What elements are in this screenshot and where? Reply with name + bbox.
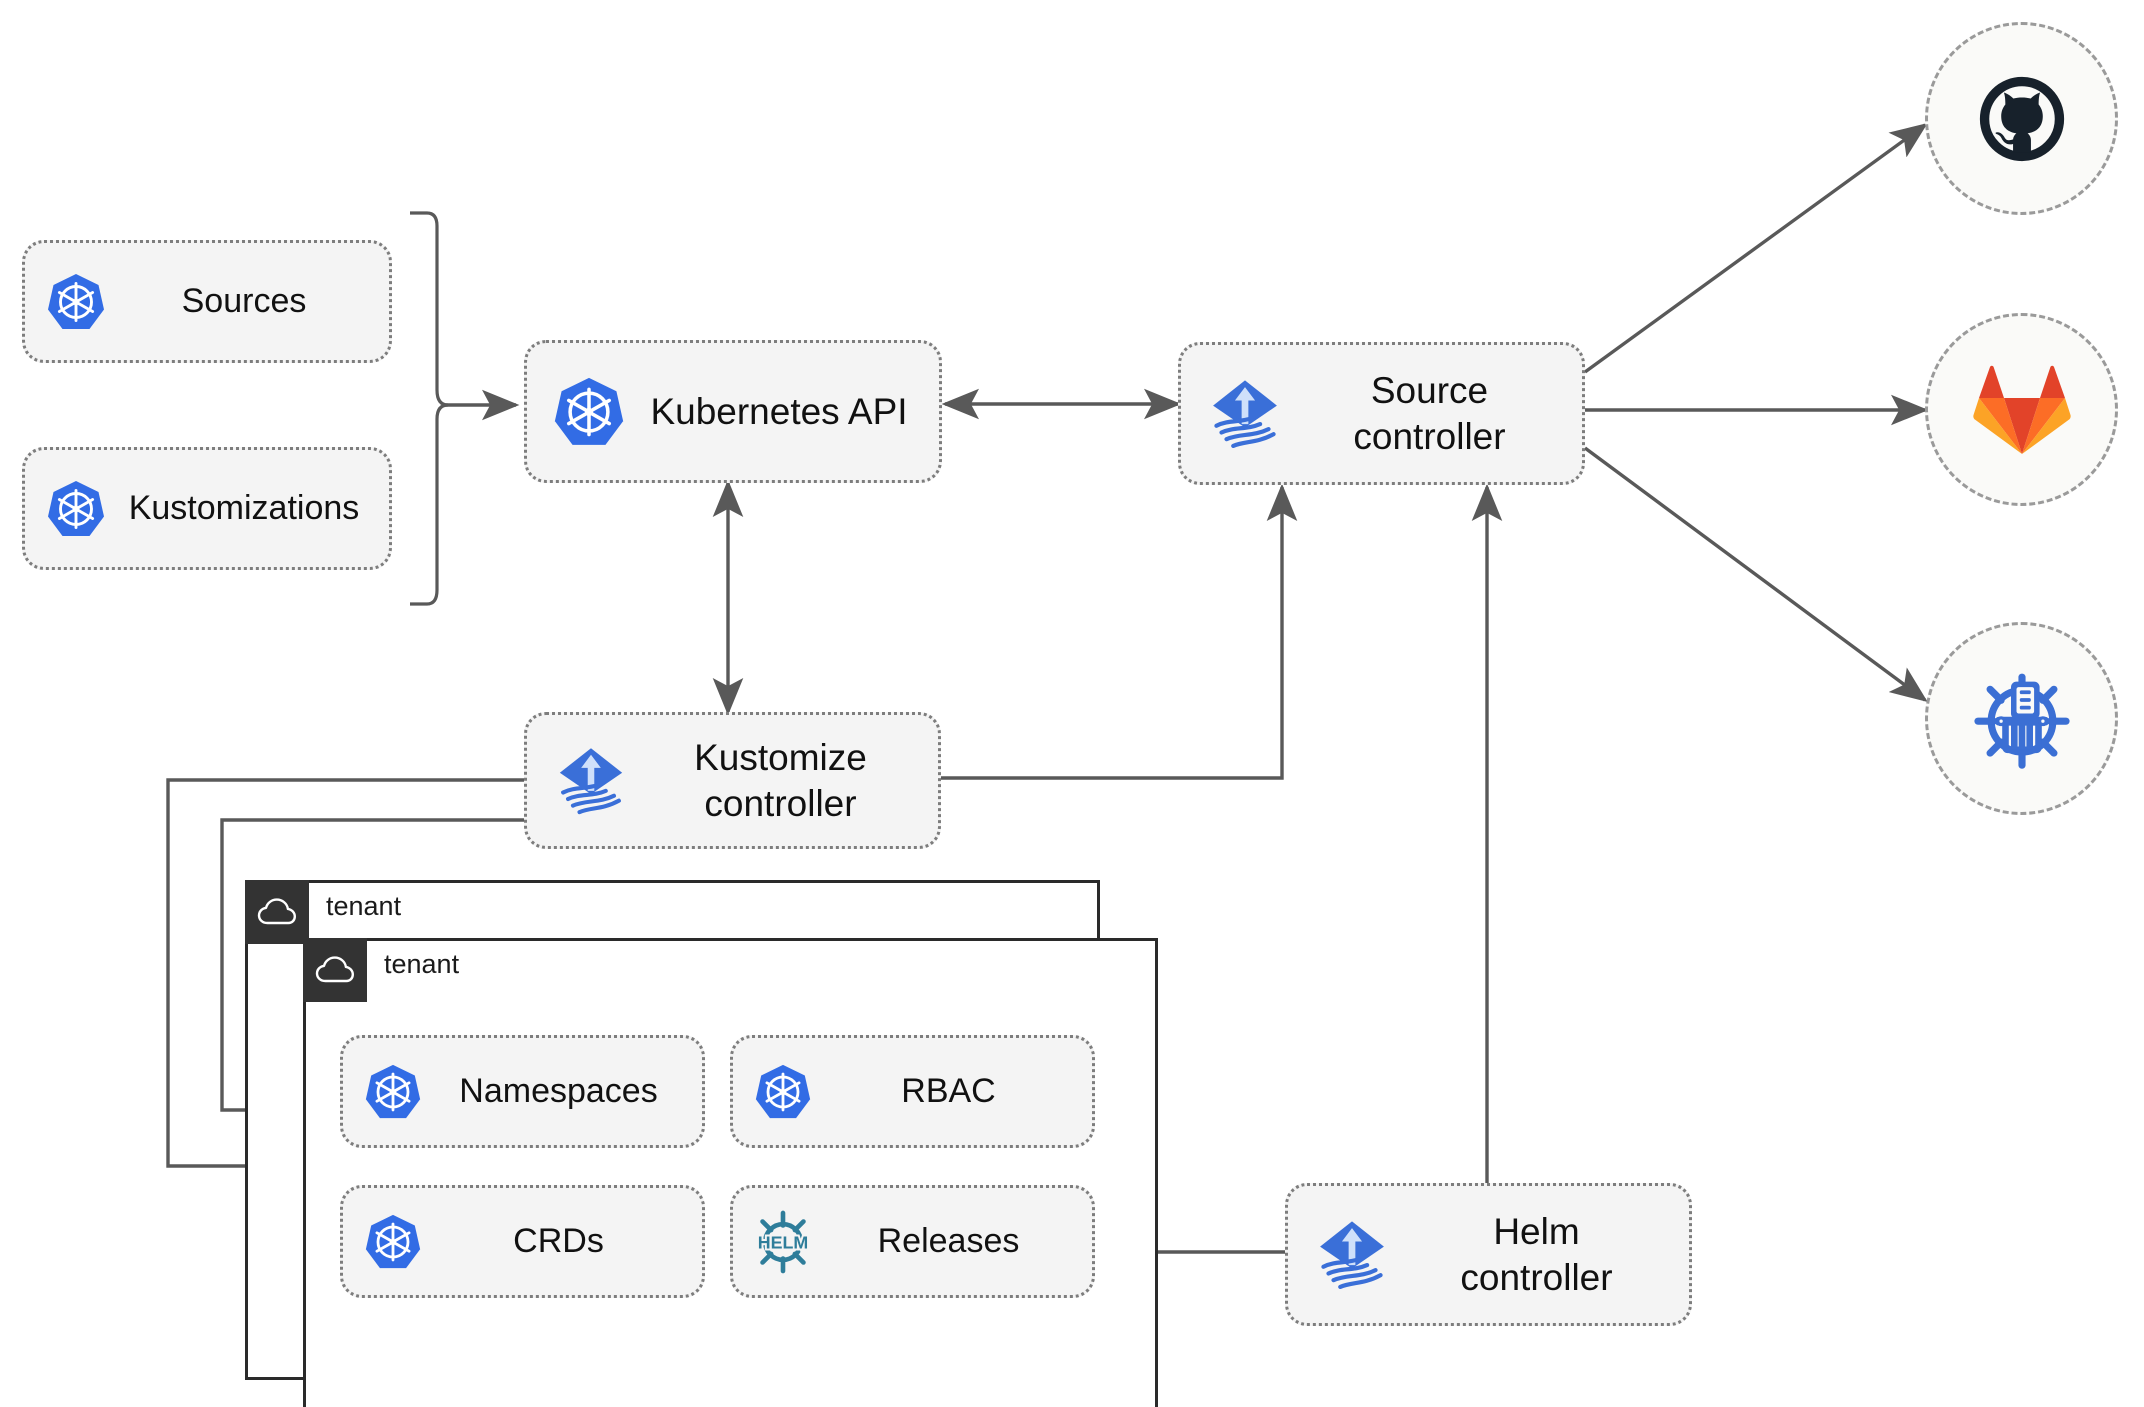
node-label-kustomizations: Kustomizations xyxy=(128,488,360,527)
node-label-source-controller: Source controller xyxy=(1353,370,1506,457)
cloud-icon xyxy=(315,956,354,983)
node-namespaces[interactable]: Namespaces xyxy=(340,1035,705,1148)
node-kubernetes-api[interactable]: Kubernetes API xyxy=(524,340,942,483)
tenant-container-inner: tenant xyxy=(303,938,1158,1407)
gitlab-icon xyxy=(1972,365,2071,454)
node-label-helm-controller: Helm controller xyxy=(1460,1211,1613,1298)
svg-text:HELM: HELM xyxy=(758,1232,808,1252)
flux-icon xyxy=(543,740,639,822)
node-label-sources: Sources xyxy=(181,281,307,320)
tenant-label-outer: tenant xyxy=(326,891,402,921)
kubernetes-icon xyxy=(39,270,113,334)
node-crds[interactable]: CRDs xyxy=(340,1185,705,1298)
kubernetes-icon xyxy=(543,373,635,451)
node-kustomizations[interactable]: Kustomizations xyxy=(22,447,392,570)
kubernetes-icon xyxy=(747,1061,819,1123)
node-label-releases: Releases xyxy=(877,1221,1020,1260)
kubernetes-icon xyxy=(39,477,113,541)
tenant-header-inner xyxy=(303,938,367,1002)
tenant-label-inner: tenant xyxy=(384,949,460,979)
flux-icon xyxy=(1304,1213,1400,1297)
provider-helm-repository[interactable] xyxy=(1925,622,2118,815)
node-sources[interactable]: Sources xyxy=(22,240,392,363)
node-label-kustomize-controller: Kustomize controller xyxy=(694,737,867,824)
provider-gitlab[interactable] xyxy=(1925,313,2118,506)
node-helm-controller[interactable]: Helm controller xyxy=(1285,1183,1692,1326)
tenant-header-outer xyxy=(245,880,309,944)
kubernetes-icon xyxy=(357,1211,429,1273)
helm-repository-icon xyxy=(1973,673,2070,769)
kubernetes-icon xyxy=(357,1061,429,1123)
cloud-icon xyxy=(257,898,296,925)
wire-source-to-github xyxy=(1584,123,1928,374)
group-bracket xyxy=(410,211,449,606)
wire-source-to-helm-repo xyxy=(1583,446,1928,703)
helm-icon: HELM xyxy=(747,1209,819,1275)
node-label-kubernetes-api: Kubernetes API xyxy=(650,390,908,432)
github-icon xyxy=(1979,76,2064,161)
node-label-rbac: RBAC xyxy=(901,1071,996,1110)
provider-github[interactable] xyxy=(1925,22,2118,215)
flux-icon xyxy=(1197,372,1293,456)
node-releases[interactable]: HELM Releases xyxy=(730,1185,1095,1298)
node-label-crds: CRDs xyxy=(513,1221,604,1260)
wire-kustomize-to-source xyxy=(941,483,1298,780)
node-kustomize-controller[interactable]: Kustomize controller xyxy=(524,712,941,849)
node-rbac[interactable]: RBAC xyxy=(730,1035,1095,1148)
node-source-controller[interactable]: Source controller xyxy=(1178,342,1585,485)
node-label-namespaces: Namespaces xyxy=(459,1071,658,1110)
